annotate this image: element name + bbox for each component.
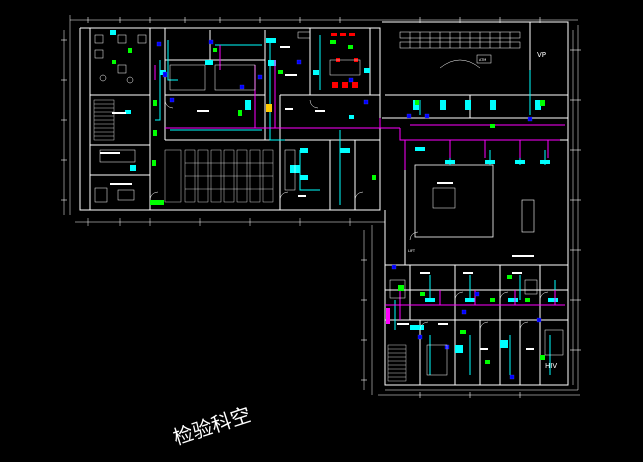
label-lift: LIFT xyxy=(408,249,416,253)
counter-block xyxy=(521,199,535,233)
fixtures xyxy=(94,31,564,376)
staircase-right xyxy=(387,344,407,382)
green-equipment xyxy=(112,40,545,364)
pipe-network xyxy=(154,45,565,320)
door-swings xyxy=(149,99,549,331)
label-hiv: HIV xyxy=(545,362,557,370)
bench-row-top-right xyxy=(399,31,521,69)
staircase-left xyxy=(93,99,115,141)
label-vp: VP xyxy=(537,51,546,59)
room-text-marks xyxy=(100,46,534,350)
main-hall-outline xyxy=(414,164,494,238)
pipe-riser-left xyxy=(386,308,390,324)
label-atm: ATM xyxy=(479,58,486,62)
building-walls xyxy=(79,21,569,386)
dimension-lines xyxy=(63,15,580,396)
bench-grid xyxy=(164,149,274,203)
yellow-marker xyxy=(266,104,272,112)
hall-inner-box xyxy=(432,187,456,209)
